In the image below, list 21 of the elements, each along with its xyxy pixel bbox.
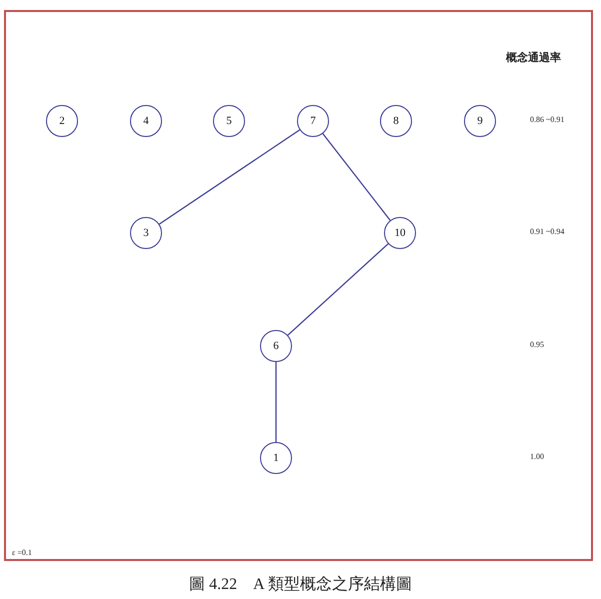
connector-line <box>287 243 389 336</box>
connector-line <box>158 129 300 225</box>
concept-node: 8 <box>380 105 412 137</box>
level-label: 1.00 <box>530 452 544 461</box>
figure-caption: 圖 4.22 A 類型概念之序結構圖 <box>188 574 413 595</box>
concept-node: 6 <box>260 330 292 362</box>
level-label: 0.86 ~0.91 <box>530 115 564 124</box>
level-label: 0.95 <box>530 340 544 349</box>
concept-node: 3 <box>130 217 162 249</box>
concept-node: 5 <box>213 105 245 137</box>
concept-node: 10 <box>384 217 416 249</box>
level-label: ε =0.1 <box>12 548 32 557</box>
concept-node: 4 <box>130 105 162 137</box>
connector-line <box>275 362 277 442</box>
concept-node: 9 <box>464 105 496 137</box>
axis-title: 概念通過率 <box>506 50 561 65</box>
level-label: 0.91 ~0.94 <box>530 227 564 236</box>
concept-node: 7 <box>297 105 329 137</box>
connector-line <box>322 133 391 221</box>
concept-node: 2 <box>46 105 78 137</box>
concept-node: 1 <box>260 442 292 474</box>
